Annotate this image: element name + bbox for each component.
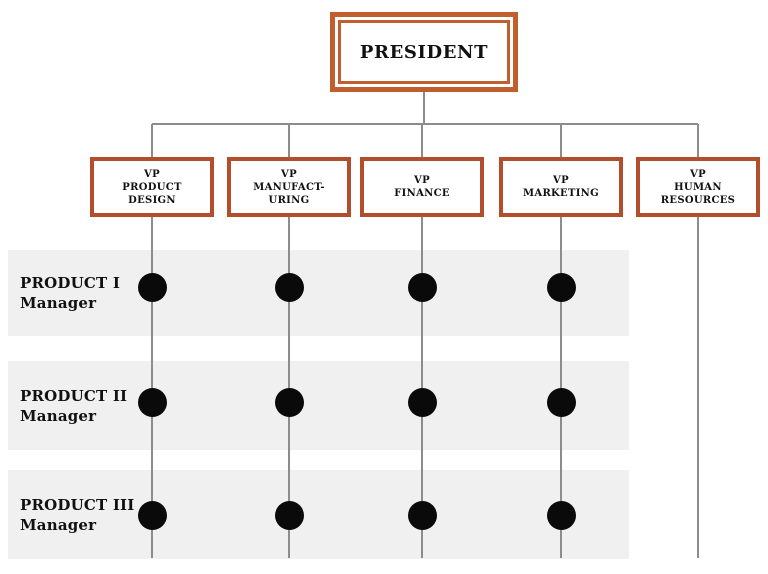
row-subtitle: Manager [20, 406, 97, 425]
vp-box-label: VP MANUFACT- URING [253, 168, 325, 206]
president-box-inner-border: PRESIDENT [338, 20, 510, 84]
matrix-dot-row1-col2 [274, 272, 304, 302]
matrix-dot-row3-col4 [546, 500, 576, 530]
vp-box-label: VP FINANCE [394, 175, 450, 199]
matrix-dot-row1-col4 [546, 272, 576, 302]
matrix-dot-row2-col1 [137, 387, 167, 417]
vp-box-vp-marketing: VP MARKETING [499, 157, 623, 217]
vp-box-vp-manufacturing: VP MANUFACT- URING [227, 157, 351, 217]
matrix-dot-row1-col1 [137, 272, 167, 302]
president-label: PRESIDENT [359, 41, 489, 63]
vp-box-label: VP HUMAN RESOURCES [660, 168, 736, 206]
vp-stub-line-1 [151, 124, 153, 157]
matrix-dot-row3-col1 [137, 500, 167, 530]
vp-box-vp-product-design: VP PRODUCT DESIGN [90, 157, 214, 217]
vp-stub-line-4 [560, 124, 562, 157]
vp-stub-line-5 [697, 124, 699, 157]
president-connector-line [423, 92, 425, 124]
matrix-dot-row2-col4 [546, 387, 576, 417]
vp-column-line-5 [697, 217, 699, 558]
row-title: PRODUCT III [20, 495, 135, 514]
vp-box-vp-finance: VP FINANCE [360, 157, 484, 217]
vp-box-label: VP PRODUCT DESIGN [122, 168, 182, 206]
matrix-dot-row3-col3 [407, 500, 437, 530]
product-row-band-product-1: PRODUCT I Manager [8, 250, 629, 336]
matrix-dot-row2-col2 [274, 387, 304, 417]
row-title: PRODUCT I [20, 274, 121, 292]
horizontal-rail-line [152, 123, 698, 125]
matrix-dot-row1-col3 [407, 272, 437, 302]
row-subtitle: Manager [20, 294, 97, 312]
row-subtitle: Manager [20, 515, 97, 534]
matrix-dot-row2-col3 [407, 387, 437, 417]
president-box: PRESIDENT [330, 12, 518, 92]
vp-box-vp-human-resources: VP HUMAN RESOURCES [636, 157, 760, 217]
vp-stub-line-2 [288, 124, 290, 157]
row-title: PRODUCT II [20, 386, 128, 405]
vp-box-label: VP MARKETING [523, 175, 599, 199]
vp-stub-line-3 [421, 124, 423, 157]
matrix-dot-row3-col2 [274, 500, 304, 530]
